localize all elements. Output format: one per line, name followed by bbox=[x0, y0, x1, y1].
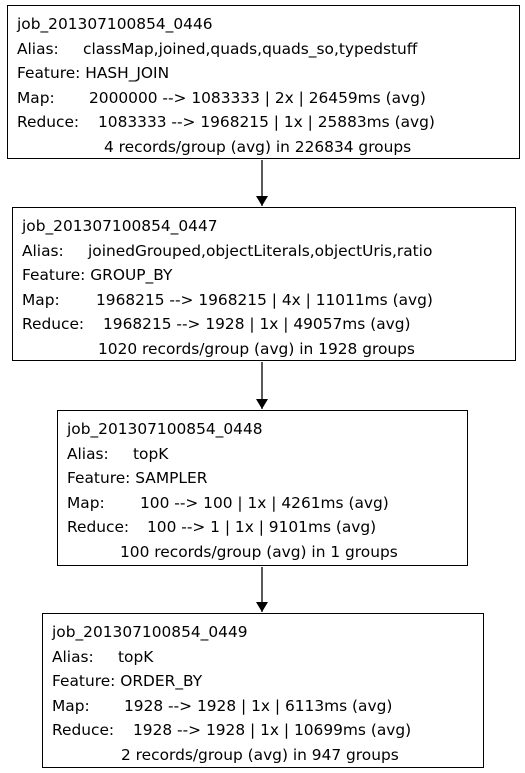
alias-label: Alias: bbox=[17, 39, 59, 58]
feature-value: HASH_JOIN bbox=[85, 64, 170, 83]
alias-value: joinedGrouped,objectLiterals,objectUris,… bbox=[88, 241, 433, 260]
reduce-row: Reduce: 1928 --> 1928 | 1x | 10699ms (avg… bbox=[52, 718, 483, 743]
alias-value: classMap,joined,quads,quads_so,typedstuf… bbox=[83, 39, 418, 58]
map-label: Map: bbox=[17, 88, 55, 107]
alias-value: topK bbox=[118, 647, 154, 666]
alias-value: topK bbox=[133, 444, 169, 463]
alias-row: Alias: joinedGrouped,objectLiterals,objec… bbox=[22, 239, 515, 264]
map-label: Map: bbox=[52, 696, 90, 715]
feature-label: Feature: bbox=[67, 469, 131, 488]
reduce-label: Reduce: bbox=[22, 315, 85, 334]
alias-label: Alias: bbox=[67, 444, 109, 463]
feature-value: SAMPLER bbox=[135, 469, 208, 488]
map-label: Map: bbox=[22, 290, 60, 309]
reduce-label: Reduce: bbox=[67, 518, 130, 537]
job-node-0448[interactable]: job_201307100854_0448 Alias: topK Feature… bbox=[57, 410, 468, 566]
summary: 4 records/group (avg) in 226834 groups bbox=[104, 137, 412, 156]
map-row: Map: 2000000 --> 1083333 | 2x | 26459ms (… bbox=[17, 86, 519, 111]
reduce-row: Reduce: 1083333 --> 1968215 | 1x | 25883m… bbox=[17, 110, 519, 135]
summary: 1020 records/group (avg) in 1928 groups bbox=[98, 339, 415, 358]
feature-value: GROUP_BY bbox=[90, 266, 173, 285]
job-id: job_201307100854_0449 bbox=[52, 623, 248, 641]
feature-row: Feature: GROUP_BY bbox=[22, 263, 515, 288]
map-row: Map: 1928 --> 1928 | 1x | 6113ms (avg) bbox=[52, 694, 483, 719]
reduce-row: Reduce: 100 --> 1 | 1x | 9101ms (avg) bbox=[67, 515, 467, 540]
job-id: job_201307100854_0447 bbox=[22, 217, 218, 235]
reduce-value: 1083333 --> 1968215 | 1x | 25883ms (avg) bbox=[98, 113, 435, 132]
reduce-row: Reduce: 1968215 --> 1928 | 1x | 49057ms (… bbox=[22, 312, 515, 337]
feature-label: Feature: bbox=[22, 266, 86, 285]
feature-row: Feature: HASH_JOIN bbox=[17, 61, 519, 86]
reduce-value: 1968215 --> 1928 | 1x | 49057ms (avg) bbox=[103, 315, 411, 334]
feature-row: Feature: ORDER_BY bbox=[52, 669, 483, 694]
reduce-label: Reduce: bbox=[17, 113, 80, 132]
alias-row: Alias: classMap,joined,quads,quads_so,typ… bbox=[17, 37, 519, 62]
map-row: Map: 1968215 --> 1968215 | 4x | 11011ms (… bbox=[22, 288, 515, 313]
map-value: 2000000 --> 1083333 | 2x | 26459ms (avg) bbox=[89, 88, 426, 107]
map-label: Map: bbox=[67, 493, 105, 512]
reduce-value: 100 --> 1 | 1x | 9101ms (avg) bbox=[147, 518, 377, 537]
map-value: 100 --> 100 | 1x | 4261ms (avg) bbox=[140, 493, 389, 512]
job-id: job_201307100854_0446 bbox=[17, 15, 213, 33]
feature-label: Feature: bbox=[52, 672, 116, 691]
alias-label: Alias: bbox=[22, 241, 64, 260]
feature-value: ORDER_BY bbox=[120, 672, 203, 691]
job-node-0446[interactable]: job_201307100854_0446 Alias: classMap,joi… bbox=[7, 5, 520, 159]
map-value: 1928 --> 1928 | 1x | 6113ms (avg) bbox=[124, 696, 393, 715]
map-row: Map: 100 --> 100 | 1x | 4261ms (avg) bbox=[67, 491, 467, 516]
feature-label: Feature: bbox=[17, 64, 81, 83]
map-value: 1968215 --> 1968215 | 4x | 11011ms (avg) bbox=[96, 290, 433, 309]
alias-row: Alias: topK bbox=[52, 645, 483, 670]
job-node-0449[interactable]: job_201307100854_0449 Alias: topK Feature… bbox=[42, 613, 484, 768]
job-node-0447[interactable]: job_201307100854_0447 Alias: joinedGroupe… bbox=[12, 207, 516, 361]
alias-row: Alias: topK bbox=[67, 442, 467, 467]
job-id: job_201307100854_0448 bbox=[67, 420, 263, 438]
reduce-label: Reduce: bbox=[52, 721, 115, 740]
summary: 2 records/group (avg) in 947 groups bbox=[121, 745, 399, 764]
feature-row: Feature: SAMPLER bbox=[67, 466, 467, 491]
reduce-value: 1928 --> 1928 | 1x | 10699ms (avg) bbox=[133, 721, 412, 740]
alias-label: Alias: bbox=[52, 647, 94, 666]
summary: 100 records/group (avg) in 1 groups bbox=[120, 542, 398, 561]
